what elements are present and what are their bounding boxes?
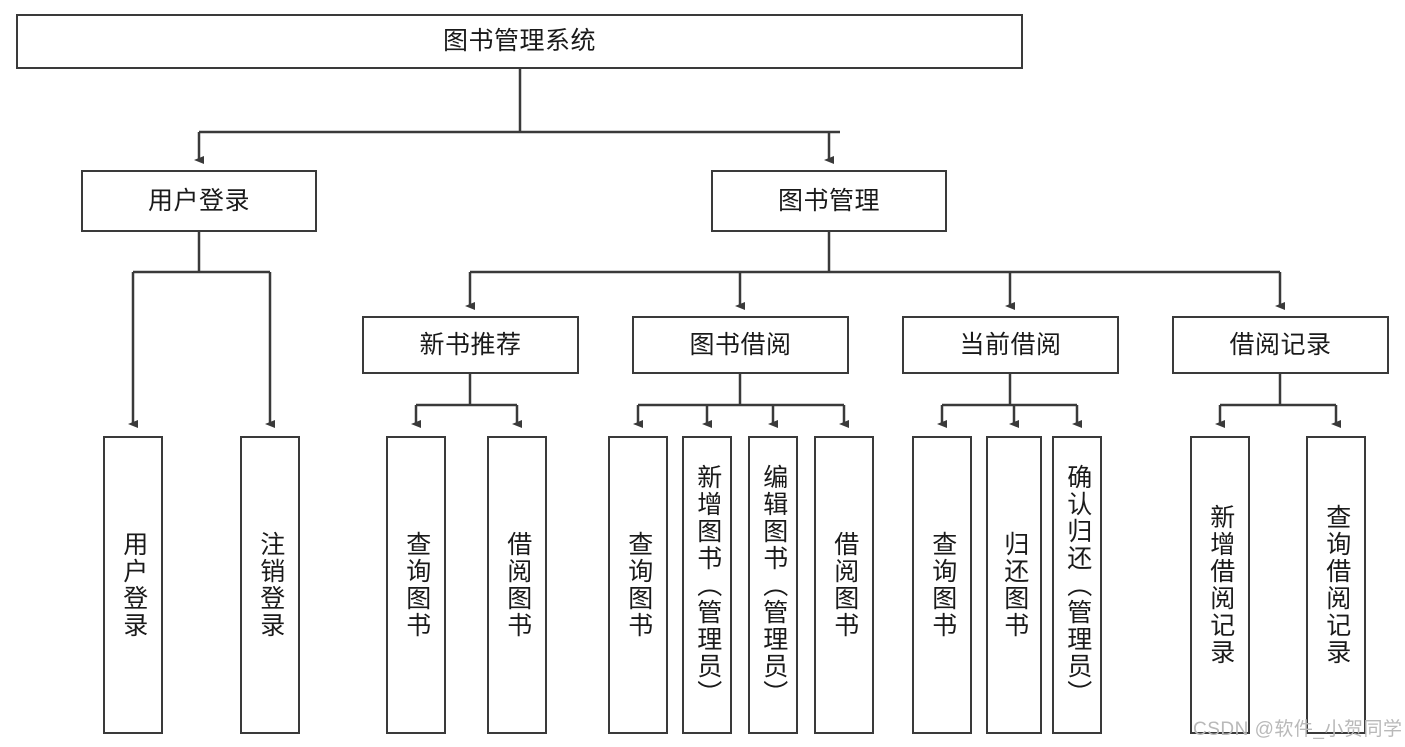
node-book-manage-label: 图书管理 <box>777 186 880 215</box>
node-leaf-user-login-label: 用户登录 <box>119 531 148 639</box>
node-leaf-query-borrow-record[interactable]: 查询借阅记录 <box>1306 436 1366 734</box>
node-current-borrow-label: 当前借阅 <box>959 330 1062 359</box>
node-book-borrow-label: 图书借阅 <box>689 330 792 359</box>
node-leaf-edit-book-admin[interactable]: 编辑图书（管理员） <box>748 436 798 734</box>
node-user-login[interactable]: 用户登录 <box>81 170 317 232</box>
node-borrow-record-label: 借阅记录 <box>1229 330 1332 359</box>
node-root[interactable]: 图书管理系统 <box>16 14 1023 69</box>
node-leaf-confirm-return-admin[interactable]: 确认归还（管理员） <box>1052 436 1102 734</box>
node-leaf-query-book-2-label: 查询图书 <box>624 531 653 639</box>
node-current-borrow[interactable]: 当前借阅 <box>902 316 1119 374</box>
watermark: CSDN @软件_小贺同学 <box>1193 719 1403 740</box>
node-leaf-add-book-admin[interactable]: 新增图书（管理员） <box>682 436 732 734</box>
node-leaf-return-book[interactable]: 归还图书 <box>986 436 1042 734</box>
node-root-label: 图书管理系统 <box>442 27 596 56</box>
node-leaf-borrow-book-1-label: 借阅图书 <box>503 531 532 639</box>
node-leaf-edit-book-admin-label: 编辑图书（管理员） <box>759 463 788 707</box>
node-leaf-add-borrow-record-label: 新增借阅记录 <box>1206 504 1235 666</box>
node-new-book-recommend[interactable]: 新书推荐 <box>362 316 579 374</box>
node-leaf-return-book-label: 归还图书 <box>1000 531 1029 639</box>
node-leaf-borrow-book-2[interactable]: 借阅图书 <box>814 436 874 734</box>
node-leaf-user-logout[interactable]: 注销登录 <box>240 436 300 734</box>
node-leaf-borrow-book-2-label: 借阅图书 <box>830 531 859 639</box>
node-leaf-borrow-book-1[interactable]: 借阅图书 <box>487 436 547 734</box>
node-new-book-recommend-label: 新书推荐 <box>419 330 522 359</box>
node-user-login-label: 用户登录 <box>147 186 250 215</box>
node-leaf-user-logout-label: 注销登录 <box>256 531 285 639</box>
node-leaf-query-book-2[interactable]: 查询图书 <box>608 436 668 734</box>
node-leaf-query-book-1[interactable]: 查询图书 <box>386 436 446 734</box>
node-book-manage[interactable]: 图书管理 <box>711 170 947 232</box>
node-leaf-query-book-3[interactable]: 查询图书 <box>912 436 972 734</box>
node-borrow-record[interactable]: 借阅记录 <box>1172 316 1389 374</box>
node-leaf-query-borrow-record-label: 查询借阅记录 <box>1322 504 1351 666</box>
node-book-borrow[interactable]: 图书借阅 <box>632 316 849 374</box>
node-leaf-user-login[interactable]: 用户登录 <box>103 436 163 734</box>
node-leaf-add-borrow-record[interactable]: 新增借阅记录 <box>1190 436 1250 734</box>
node-leaf-confirm-return-admin-label: 确认归还（管理员） <box>1063 463 1092 707</box>
node-leaf-add-book-admin-label: 新增图书（管理员） <box>693 463 722 707</box>
node-leaf-query-book-1-label: 查询图书 <box>402 531 431 639</box>
node-leaf-query-book-3-label: 查询图书 <box>928 531 957 639</box>
